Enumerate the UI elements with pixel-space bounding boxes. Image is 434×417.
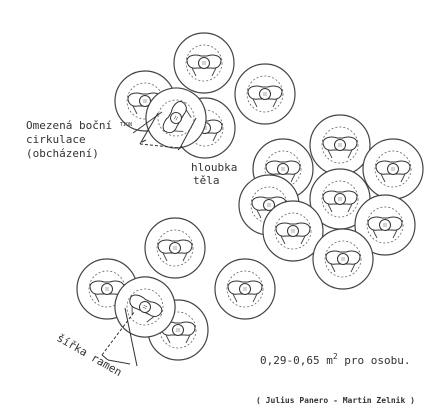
group-bottom bbox=[76, 217, 276, 361]
area-rest: pro osobu. bbox=[338, 354, 411, 367]
area-superscript: 2 bbox=[333, 352, 338, 361]
svg-text:0,29-0,65 m2 pro osobu.: 0,29-0,65 m2 pro osobu. bbox=[260, 352, 411, 367]
person-icon bbox=[362, 138, 424, 200]
shoulder-dimension bbox=[101, 307, 138, 367]
circulation-label-line2: cirkulace bbox=[26, 133, 86, 146]
person-icon bbox=[309, 114, 371, 176]
circulation-label-line3: (obcházení) bbox=[26, 147, 99, 160]
tion-label: TION bbox=[120, 122, 132, 128]
person-icon bbox=[234, 63, 296, 125]
circulation-leader bbox=[132, 111, 163, 134]
area-caption: 0,29-0,65 m2 pro osobu. bbox=[260, 352, 411, 367]
depth-label-line1: hloubka bbox=[191, 161, 237, 174]
person-icon bbox=[214, 258, 276, 320]
shoulder-width-label: šířka ramen bbox=[55, 331, 125, 379]
credit-text: ( Julius Panero - Martin Zelnik ) bbox=[256, 395, 415, 405]
circulation-label-line1: Omezená boční bbox=[26, 119, 112, 132]
person-icon bbox=[144, 217, 206, 279]
person-icon bbox=[312, 228, 374, 290]
depth-label-line2: těla bbox=[193, 174, 220, 187]
group-right bbox=[238, 114, 424, 290]
area-value: 0,29-0,65 m bbox=[260, 354, 333, 367]
person-icon bbox=[173, 32, 235, 94]
depth-dimension bbox=[139, 112, 197, 151]
